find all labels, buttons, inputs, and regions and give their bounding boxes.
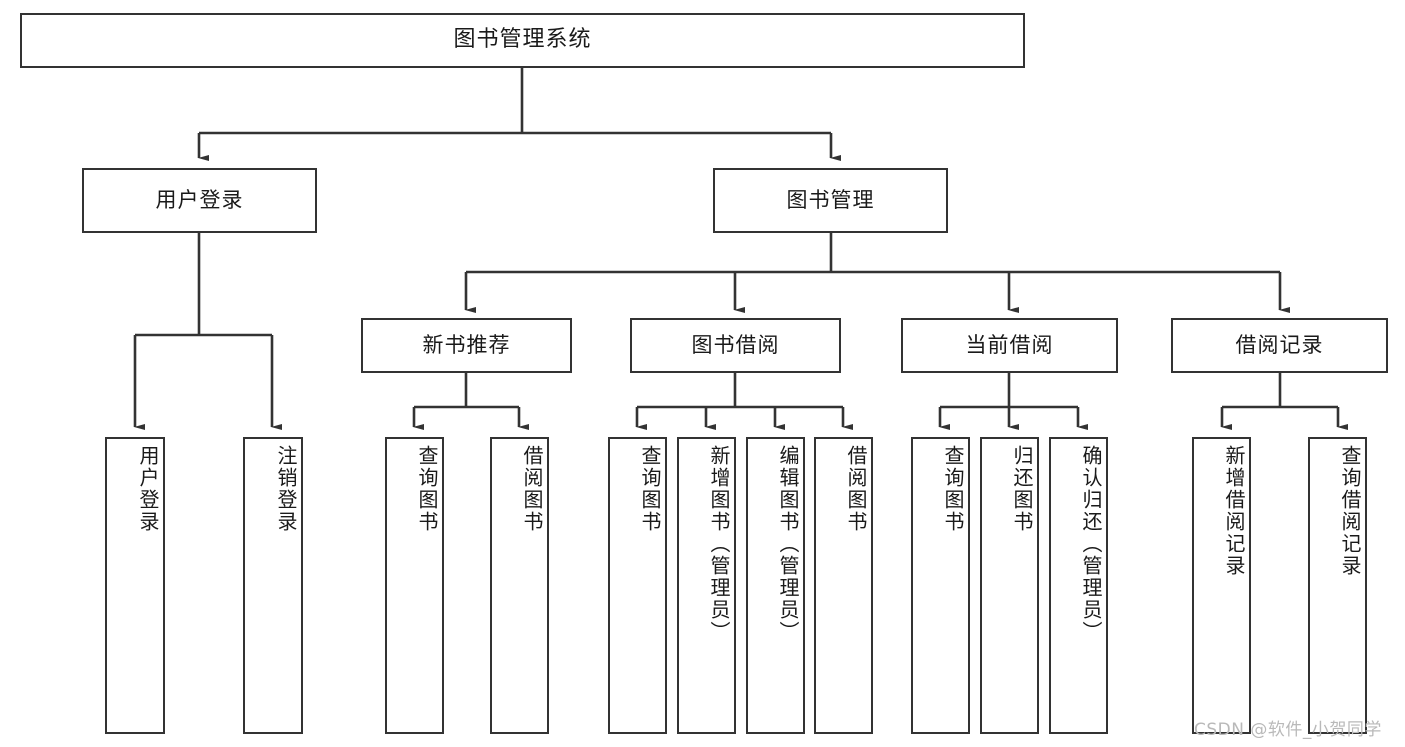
node-label: 归还图书 <box>1010 445 1034 533</box>
node-label: 查询图书 <box>415 445 439 533</box>
node-label: 查询借阅记录 <box>1338 445 1362 577</box>
node-user-login[interactable]: 用户登录 <box>82 168 317 233</box>
node-leaf-logout[interactable]: 注销登录 <box>243 437 303 734</box>
node-label: 借阅图书 <box>844 445 868 533</box>
node-root-book-management-system[interactable]: 图书管理系统 <box>20 13 1025 68</box>
node-leaf-add-book[interactable]: 新增图书（管理员） <box>677 437 736 734</box>
node-label: 确认归还（管理员） <box>1079 445 1103 643</box>
node-leaf-confirm-return[interactable]: 确认归还（管理员） <box>1049 437 1108 734</box>
node-borrow-record[interactable]: 借阅记录 <box>1171 318 1388 373</box>
node-label: 图书管理系统 <box>453 27 592 53</box>
node-label: 新书推荐 <box>422 332 511 357</box>
node-leaf-query-book-recommend[interactable]: 查询图书 <box>385 437 444 734</box>
node-book-borrow[interactable]: 图书借阅 <box>630 318 841 373</box>
node-label: 图书管理 <box>786 187 875 212</box>
csdn-watermark: CSDN @软件_小贺同学 <box>1194 720 1382 740</box>
node-label: 编辑图书（管理员） <box>776 445 800 643</box>
node-label: 新增图书（管理员） <box>707 445 731 643</box>
node-leaf-query-borrow-record[interactable]: 查询借阅记录 <box>1308 437 1367 734</box>
node-leaf-add-borrow-record[interactable]: 新增借阅记录 <box>1192 437 1251 734</box>
node-label: 当前借阅 <box>965 332 1054 357</box>
node-leaf-borrow-book[interactable]: 借阅图书 <box>814 437 873 734</box>
node-label: 新增借阅记录 <box>1222 445 1246 577</box>
node-book-management[interactable]: 图书管理 <box>713 168 948 233</box>
node-leaf-user-login[interactable]: 用户登录 <box>105 437 165 734</box>
node-leaf-return-book[interactable]: 归还图书 <box>980 437 1039 734</box>
node-label: 用户登录 <box>155 187 244 212</box>
node-new-book-recommend[interactable]: 新书推荐 <box>361 318 572 373</box>
node-label: 注销登录 <box>274 445 298 533</box>
node-leaf-query-book-borrow[interactable]: 查询图书 <box>608 437 667 734</box>
node-label: 查询图书 <box>941 445 965 533</box>
node-label: 借阅记录 <box>1235 332 1324 357</box>
node-current-borrow[interactable]: 当前借阅 <box>901 318 1118 373</box>
node-leaf-borrow-book-recommend[interactable]: 借阅图书 <box>490 437 549 734</box>
node-label: 查询图书 <box>638 445 662 533</box>
node-leaf-edit-book[interactable]: 编辑图书（管理员） <box>746 437 805 734</box>
node-leaf-query-book-current[interactable]: 查询图书 <box>911 437 970 734</box>
node-label: 借阅图书 <box>520 445 544 533</box>
node-label: 用户登录 <box>136 445 160 533</box>
node-label: 图书借阅 <box>691 332 780 357</box>
